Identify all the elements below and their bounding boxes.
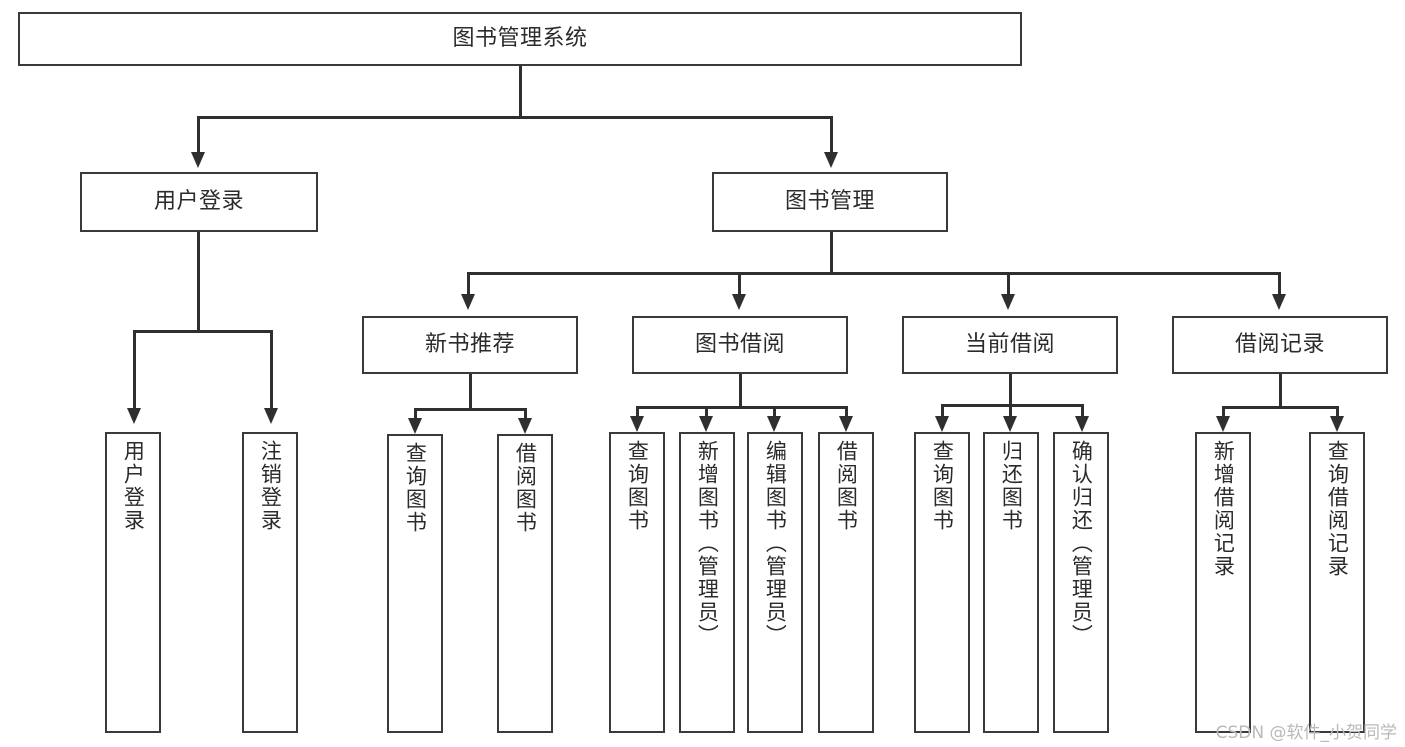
edge-borrowrecord-stem (1279, 374, 1282, 408)
node-book-borrow[interactable]: 图书借阅 (632, 316, 848, 374)
leaf-query-book-borrow[interactable]: 查询图书 (609, 432, 665, 733)
arrow-bookmgmt-to-new (461, 294, 475, 310)
edge-userlogin-bus (133, 330, 272, 333)
edge-borrowrecord-to-leaf1 (1222, 406, 1225, 420)
leaf-label: 查询借阅记录 (1325, 440, 1350, 578)
edge-borrowrecord-to-leaf2 (1336, 406, 1339, 420)
leaf-label: 编辑图书（管理员） (763, 440, 788, 647)
edge-currentborrow-to-leaf3 (1081, 404, 1084, 420)
leaf-borrow-book[interactable]: 借阅图书 (818, 432, 874, 733)
arrow-userlogin-to-leaf2 (264, 408, 278, 424)
edge-currentborrow-bus (941, 404, 1084, 407)
leaf-query-book-current[interactable]: 查询图书 (914, 432, 970, 733)
edge-newbook-bus (414, 408, 526, 411)
node-borrow-record[interactable]: 借阅记录 (1172, 316, 1388, 374)
arrow-root-to-bookmgmt (824, 152, 838, 168)
edge-bookmgmt-bus (467, 272, 1281, 275)
edge-borrowrecord-bus (1222, 406, 1338, 409)
leaf-label: 确认归还（管理员） (1069, 440, 1094, 647)
edge-bookborrow-bus (636, 406, 848, 409)
leaf-label: 借阅图书 (834, 440, 859, 532)
edge-newbook-stem (469, 374, 472, 410)
leaf-user-login[interactable]: 用户登录 (105, 432, 161, 733)
edge-root-stem (519, 66, 522, 116)
arrow-bookborrow-to-leaf4 (839, 416, 853, 432)
arrow-currentborrow-to-leaf2 (1003, 416, 1017, 432)
arrow-bookborrow-to-leaf2 (699, 416, 713, 432)
node-book-management[interactable]: 图书管理 (712, 172, 948, 232)
leaf-confirm-return-admin[interactable]: 确认归还（管理员） (1053, 432, 1109, 733)
edge-bookborrow-to-leaf3 (773, 406, 776, 420)
leaf-label: 注销登录 (258, 440, 283, 532)
node-user-login[interactable]: 用户登录 (80, 172, 318, 232)
arrow-currentborrow-to-leaf1 (935, 416, 949, 432)
edge-bookborrow-to-leaf1 (636, 406, 639, 420)
edge-bookmgmt-to-borrow (738, 272, 741, 296)
leaf-label: 归还图书 (999, 440, 1024, 532)
leaf-label: 查询图书 (625, 440, 650, 532)
edge-bookmgmt-stem (830, 232, 833, 274)
arrow-bookborrow-to-leaf3 (767, 416, 781, 432)
leaf-label: 用户登录 (121, 440, 146, 532)
edge-root-to-bookmgmt (830, 116, 833, 154)
arrow-borrowrecord-to-leaf2 (1330, 416, 1344, 432)
arrow-newbook-to-leaf1 (408, 418, 422, 434)
node-label: 图书管理 (784, 188, 875, 214)
leaf-logout[interactable]: 注销登录 (242, 432, 298, 733)
node-label: 借阅记录 (1234, 331, 1325, 357)
csdn-watermark: CSDN @软件_小贺同学 (1215, 723, 1397, 743)
arrow-bookmgmt-to-current (1001, 294, 1015, 310)
leaf-label: 新增借阅记录 (1211, 440, 1236, 578)
edge-newbook-to-leaf2 (524, 408, 527, 422)
edge-userlogin-to-leaf1 (133, 330, 136, 410)
edge-root-bus (197, 116, 833, 119)
leaf-borrow-book-recommend[interactable]: 借阅图书 (497, 434, 553, 733)
node-label: 当前借阅 (964, 331, 1055, 357)
edge-userlogin-stem (197, 232, 200, 332)
leaf-return-book[interactable]: 归还图书 (983, 432, 1039, 733)
node-label: 新书推荐 (424, 331, 515, 357)
arrow-bookmgmt-to-record (1272, 294, 1286, 310)
leaf-query-borrow-record[interactable]: 查询借阅记录 (1309, 432, 1365, 733)
node-label: 图书管理系统 (452, 25, 588, 51)
edge-newbook-to-leaf1 (414, 408, 417, 422)
edge-currentborrow-to-leaf1 (941, 404, 944, 420)
arrow-bookborrow-to-leaf1 (630, 416, 644, 432)
arrow-borrowrecord-to-leaf1 (1216, 416, 1230, 432)
arrow-currentborrow-to-leaf3 (1075, 416, 1089, 432)
node-label: 图书借阅 (694, 331, 785, 357)
leaf-label: 新增图书（管理员） (695, 440, 720, 647)
edge-currentborrow-stem (1009, 374, 1012, 406)
edge-bookborrow-stem (739, 374, 742, 408)
arrow-userlogin-to-leaf1 (127, 408, 141, 424)
leaf-query-book-recommend[interactable]: 查询图书 (387, 434, 443, 733)
edge-currentborrow-to-leaf2 (1009, 404, 1012, 420)
leaf-edit-book-admin[interactable]: 编辑图书（管理员） (747, 432, 803, 733)
leaf-label: 查询图书 (403, 442, 428, 534)
edge-userlogin-to-leaf2 (270, 330, 273, 410)
node-label: 用户登录 (153, 188, 244, 214)
edge-root-to-userlogin (197, 116, 200, 154)
node-root-system[interactable]: 图书管理系统 (18, 12, 1022, 66)
node-current-borrow[interactable]: 当前借阅 (902, 316, 1118, 374)
edge-bookmgmt-to-current (1007, 272, 1010, 296)
edge-bookborrow-to-leaf4 (845, 406, 848, 420)
edge-bookborrow-to-leaf2 (705, 406, 708, 420)
leaf-label: 查询图书 (930, 440, 955, 532)
node-new-book-recommend[interactable]: 新书推荐 (362, 316, 578, 374)
arrow-bookmgmt-to-borrow (732, 294, 746, 310)
arrow-root-to-userlogin (191, 152, 205, 168)
arrow-newbook-to-leaf2 (518, 418, 532, 434)
leaf-add-book-admin[interactable]: 新增图书（管理员） (679, 432, 735, 733)
leaf-label: 借阅图书 (513, 442, 538, 534)
edge-bookmgmt-to-record (1278, 272, 1281, 296)
leaf-add-borrow-record[interactable]: 新增借阅记录 (1195, 432, 1251, 733)
edge-bookmgmt-to-new (467, 272, 470, 296)
